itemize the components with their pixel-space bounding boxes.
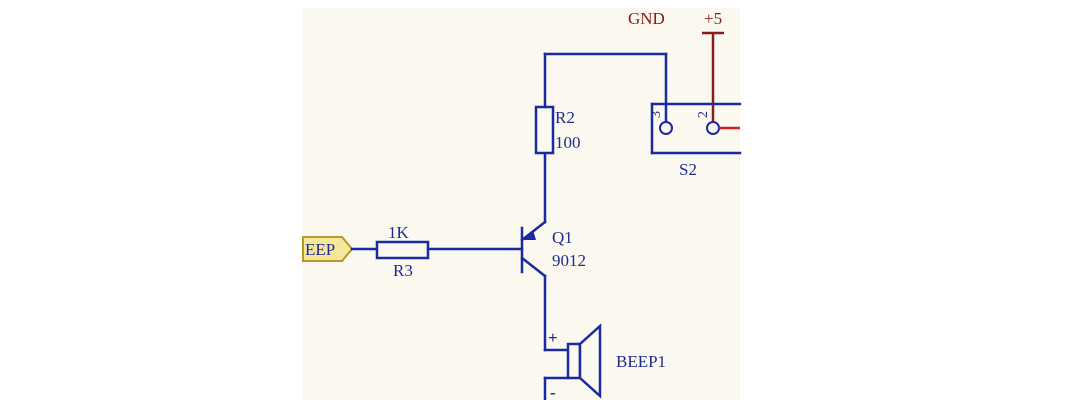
resistor-r2-designator: R2 — [555, 108, 575, 127]
transistor-designator: Q1 — [552, 228, 573, 247]
transistor-collector-leg — [520, 256, 547, 278]
resistor-r3-body — [375, 240, 430, 260]
schematic-paper — [303, 8, 740, 400]
speaker-icon — [578, 323, 602, 399]
resistor-r2-body — [534, 105, 555, 155]
connector-pin2-circle — [706, 121, 720, 135]
transistor-arrow-icon — [524, 230, 536, 240]
resistor-r3-value: 1K — [388, 223, 410, 242]
connector-pin3-number: 3 — [649, 111, 664, 118]
net-label-text: EEP — [305, 240, 335, 259]
buzzer-body — [566, 342, 582, 380]
connector-pin2-number: 2 — [696, 111, 711, 118]
gnd-label: GND — [628, 9, 665, 28]
connector-pin3-circle — [659, 121, 673, 135]
buzzer-plus-sign: + — [548, 328, 558, 347]
resistor-r3-designator: R3 — [393, 261, 413, 280]
transistor-emitter-leg — [520, 220, 547, 242]
net-label-flag — [302, 236, 354, 262]
vcc-label: +5 — [704, 9, 722, 28]
connector-designator: S2 — [679, 160, 697, 179]
buzzer-designator: BEEP1 — [616, 352, 666, 371]
buzzer-minus-sign: - — [550, 383, 556, 400]
transistor-value: 9012 — [552, 251, 586, 270]
resistor-r2-value: 100 — [555, 133, 581, 152]
